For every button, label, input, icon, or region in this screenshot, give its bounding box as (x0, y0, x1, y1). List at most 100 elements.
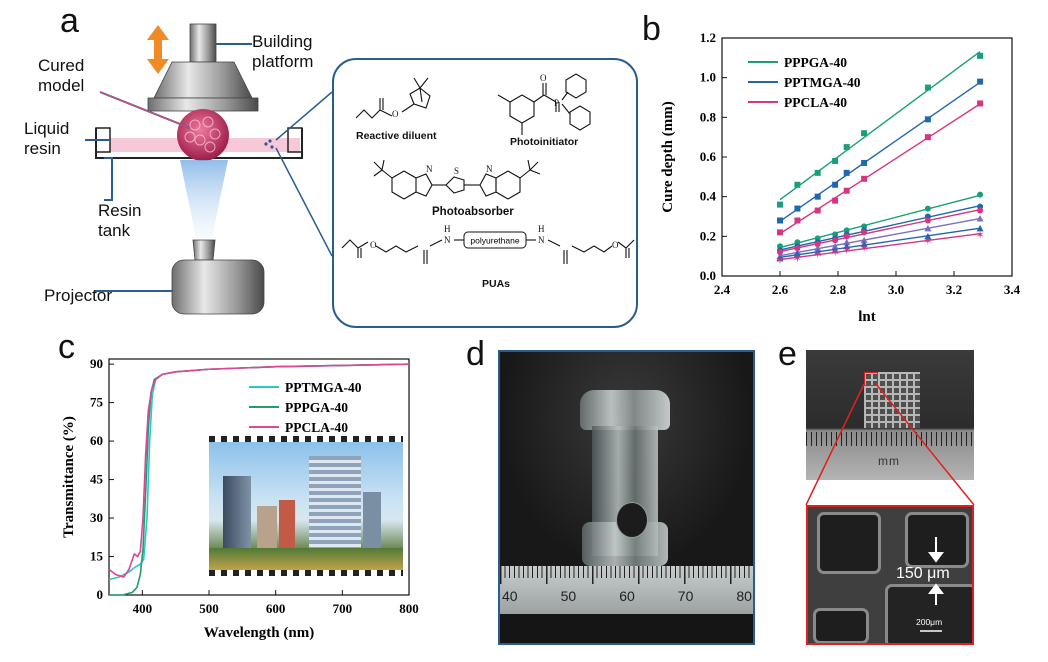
x-tick-label: 2.6 (772, 282, 789, 297)
legend-entry: PPCLA-40 (784, 95, 847, 110)
puas-label: PUAs (482, 278, 511, 290)
steel-ruler: 40 50 60 70 80 (500, 566, 753, 614)
data-point (794, 181, 801, 188)
data-point (843, 233, 850, 240)
data-point (861, 159, 868, 166)
atom-o: O (392, 109, 399, 119)
data-point (814, 241, 821, 248)
data-point (832, 197, 839, 204)
atom-h: H (538, 224, 545, 234)
data-point (977, 52, 984, 59)
atom-n: N (486, 164, 493, 174)
scale-bar-label: 200μm (916, 617, 943, 627)
atom-o: O (370, 240, 377, 250)
panel-label-b: b (642, 10, 661, 48)
data-point (977, 207, 984, 214)
y-tick-label: 30 (90, 510, 103, 525)
x-axis-label: lnt (858, 309, 876, 325)
data-point (814, 248, 822, 256)
fit-line (779, 51, 981, 201)
y-tick-label: 0.6 (700, 149, 717, 164)
dimension-label: 150 μm (896, 565, 950, 582)
y-tick-label: 0.2 (700, 228, 716, 243)
projector (171, 239, 265, 315)
data-point (814, 169, 821, 176)
y-tick-label: 1.0 (700, 70, 716, 85)
data-point (814, 207, 821, 214)
data-point (843, 144, 850, 151)
y-tick-label: 1.2 (700, 30, 716, 45)
data-point (924, 116, 931, 123)
legend-entry: PPPGA-40 (784, 55, 847, 70)
data-point (777, 229, 783, 236)
legend-entry: PPPGA-40 (285, 400, 348, 415)
x-axis-label: Wavelength (nm) (204, 625, 314, 641)
data-point (843, 169, 850, 176)
data-point (924, 205, 931, 212)
label-cured-model: Cured model (38, 56, 85, 95)
atom-h: H (444, 224, 451, 234)
data-point (977, 191, 984, 198)
y-tick-label: 0.4 (700, 189, 717, 204)
data-point (976, 214, 984, 222)
cured-model (177, 109, 229, 161)
zoom-box (864, 372, 878, 386)
data-point (794, 217, 801, 224)
y-tick-label: 15 (90, 549, 104, 564)
data-point (832, 181, 839, 188)
panel-label-c: c (58, 328, 75, 366)
legend-entry: PPTMGA-40 (784, 75, 861, 90)
data-point (794, 245, 801, 252)
panel-a: a (0, 0, 650, 335)
data-point (860, 236, 868, 244)
data-point: ✶ (830, 247, 839, 259)
x-tick-label: 2.4 (714, 282, 731, 297)
data-point (924, 84, 931, 91)
data-point (924, 134, 931, 141)
data-point (832, 237, 839, 244)
fit-line (779, 81, 981, 222)
atom-s: S (454, 166, 459, 176)
fit-line (779, 208, 981, 253)
chemistry-box: polyurethane O O P S N N O N H N H O Rea… (332, 58, 638, 328)
x-tick-label: 400 (133, 601, 153, 616)
label-projector: Projector (44, 286, 113, 305)
panel-label-e: e (778, 335, 797, 373)
y-tick-label: 0.8 (700, 109, 717, 124)
label-building-platform: Building platform (252, 32, 314, 71)
data-point: ✶ (975, 229, 984, 241)
panel-label-d: d (466, 335, 485, 373)
data-point (794, 205, 801, 212)
printer-schematic (85, 23, 333, 315)
data-point (832, 157, 839, 164)
x-tick-label: 3.4 (1004, 282, 1021, 297)
y-axis-label: Cure depth (mm) (660, 101, 676, 212)
data-point (843, 187, 850, 194)
atom-o: O (612, 240, 619, 250)
motion-arrow-icon (147, 25, 169, 74)
building-photo (209, 436, 403, 576)
dogbone-specimen (580, 390, 670, 430)
data-point (976, 224, 984, 232)
y-tick-label: 0 (97, 587, 104, 602)
data-point: ✶ (793, 253, 802, 265)
x-tick-label: 600 (266, 601, 286, 616)
zoom-lines (805, 383, 975, 506)
fit-line (779, 217, 981, 257)
plot-frame (721, 37, 1013, 277)
data-point (843, 242, 851, 250)
x-tick-label: 700 (333, 601, 353, 616)
photoinitiator-label: Photoinitiator (510, 136, 579, 148)
data-point (924, 217, 931, 224)
atom-o: O (540, 73, 547, 83)
data-point (777, 217, 783, 224)
x-tick-label: 500 (199, 601, 219, 616)
y-tick-label: 45 (90, 472, 104, 487)
data-point (861, 229, 868, 236)
sem-image: 150 μm 200μm (806, 505, 974, 645)
ruler-numbers: 40 50 60 70 80 (502, 588, 752, 604)
plot-frame (108, 358, 410, 596)
data-point: ✶ (923, 235, 932, 247)
